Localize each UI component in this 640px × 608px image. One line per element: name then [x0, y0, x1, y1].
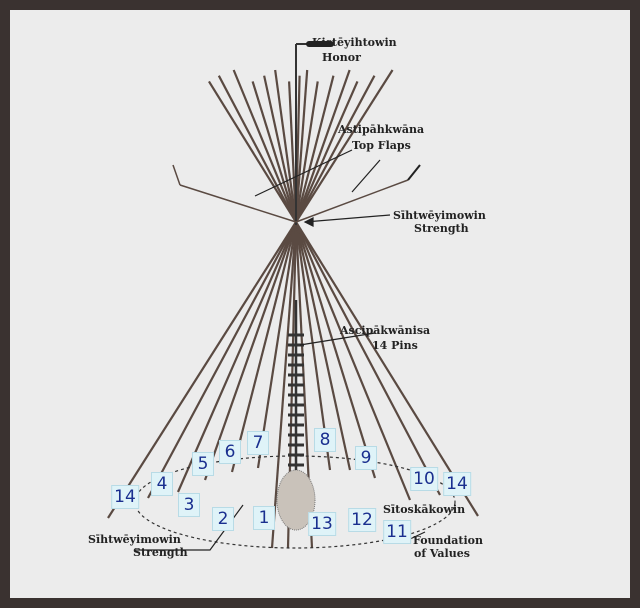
pole-number-label: 8 — [314, 428, 336, 452]
strength-top-label: Strength — [414, 222, 469, 235]
pins-label: 14 Pins — [372, 339, 418, 352]
flap-pole-right — [407, 164, 421, 181]
pole-number-label: 3 — [178, 493, 200, 517]
pole-number-label: 14 — [443, 472, 471, 496]
pole-number-label: 10 — [410, 467, 438, 491]
foundation-label-2: of Values — [414, 547, 470, 560]
strength-bottom-label-cree: Sīhtwēyimowin — [88, 533, 181, 546]
tipi-pole — [107, 69, 394, 519]
tipi-pole — [208, 80, 479, 517]
honor-label-cree: Kistēyihtowin — [312, 36, 397, 49]
pole-number-label: 7 — [247, 431, 269, 455]
flaps-label: Top Flaps — [352, 139, 411, 152]
flap-pole-left — [172, 164, 181, 186]
pole-number-label: 5 — [192, 452, 214, 476]
leader-lines — [135, 149, 426, 551]
tipi-pole — [217, 75, 441, 496]
flap-right — [295, 179, 409, 223]
foundation-label-cree: Sītoskākowin — [383, 503, 465, 516]
honor-label: Honor — [322, 51, 361, 64]
pole-number-label: 2 — [212, 507, 234, 531]
tipi-pole — [203, 69, 351, 481]
tipi-pole — [286, 75, 301, 549]
pole-number-label: 11 — [383, 520, 411, 544]
tipi-pole — [256, 81, 319, 469]
tipi-pole — [251, 81, 377, 479]
tipi-pole — [274, 69, 332, 471]
tipi-pole — [230, 75, 335, 473]
foundation-label-1: Foundation — [413, 534, 483, 547]
pole-number-label: 12 — [348, 508, 376, 532]
tipi-pole — [147, 75, 376, 499]
pole-number-label: 9 — [355, 446, 377, 470]
tipi-pole — [263, 75, 352, 471]
tipi-pole — [176, 80, 359, 493]
flaps-label-cree: Astipāhkwāna — [337, 123, 424, 136]
tipi-pole — [232, 69, 412, 501]
pole-number-label: 4 — [151, 472, 173, 496]
pole-number-label: 6 — [219, 440, 241, 464]
arrow-icon — [303, 217, 314, 227]
flap-left — [179, 184, 297, 223]
strength-top-label-cree: Sīhtwēyimowin — [393, 209, 486, 222]
pole-number-label: 13 — [308, 512, 336, 536]
pole-number-label: 1 — [253, 506, 275, 530]
tipi-pole — [270, 69, 309, 549]
strength-bottom-label: Strength — [133, 546, 188, 559]
pins-label-cree: Ascipākwānisa — [339, 324, 430, 337]
honor-flag — [306, 41, 334, 47]
tipi-pole — [288, 81, 314, 549]
pole-number-label: 14 — [111, 485, 139, 509]
